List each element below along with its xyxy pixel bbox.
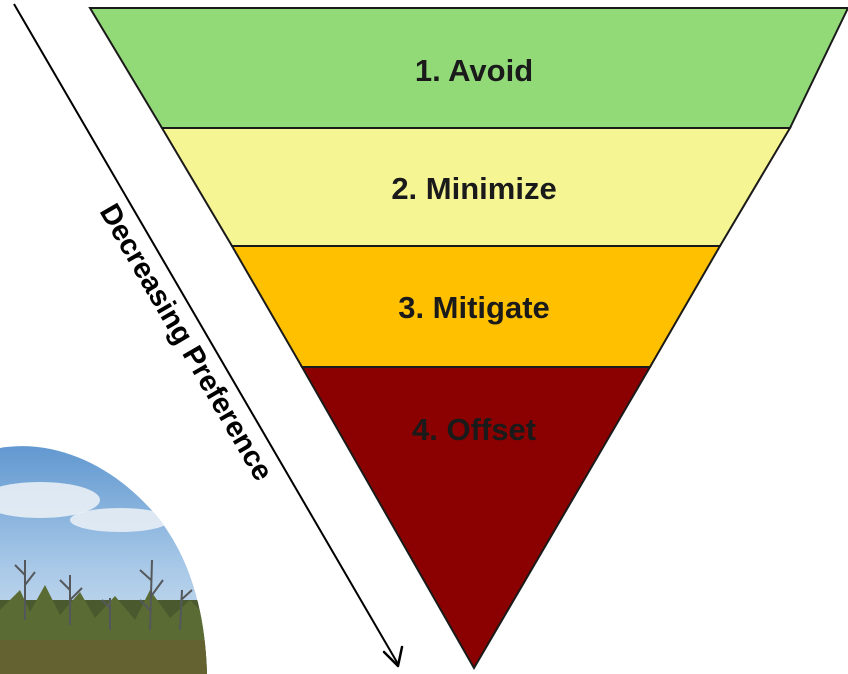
arrow-head-icon — [382, 645, 404, 668]
arrow-shaft — [13, 3, 399, 665]
tier-3-label: 3. Mitigate — [398, 290, 550, 325]
preference-arrow — [13, 3, 404, 668]
tier-2-label: 2. Minimize — [391, 171, 556, 206]
tier-labels: 1. Avoid 2. Minimize 3. Mitigate 4. Offs… — [391, 53, 556, 447]
pyramid-tiers — [88, 7, 848, 670]
landscape-photo-icon — [0, 446, 207, 674]
tier-4-band — [300, 366, 652, 670]
tier-4-label: 4. Offset — [412, 412, 536, 447]
tier-1-label: 1. Avoid — [415, 53, 533, 88]
